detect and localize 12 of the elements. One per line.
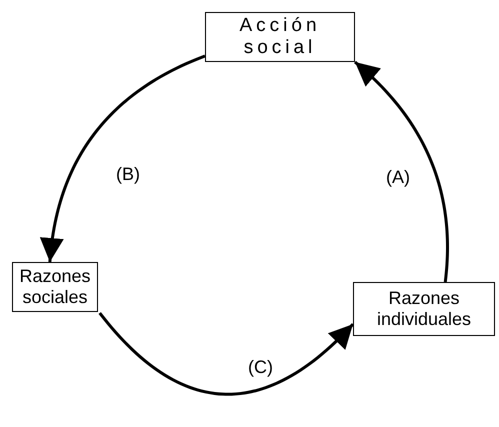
arrow [354, 60, 449, 282]
node-label: Acción social [238, 15, 322, 59]
text-box [12, 262, 98, 312]
node-label: Razones individuales [376, 288, 472, 330]
edge-label: (A) [384, 167, 412, 188]
edge-label: (C) [246, 357, 275, 378]
edge-label: (B) [114, 164, 142, 185]
arrow [40, 54, 206, 262]
text-box [353, 282, 495, 336]
node-label: Razones sociales [18, 266, 92, 308]
text-box [205, 12, 355, 62]
arrow [98, 312, 354, 396]
